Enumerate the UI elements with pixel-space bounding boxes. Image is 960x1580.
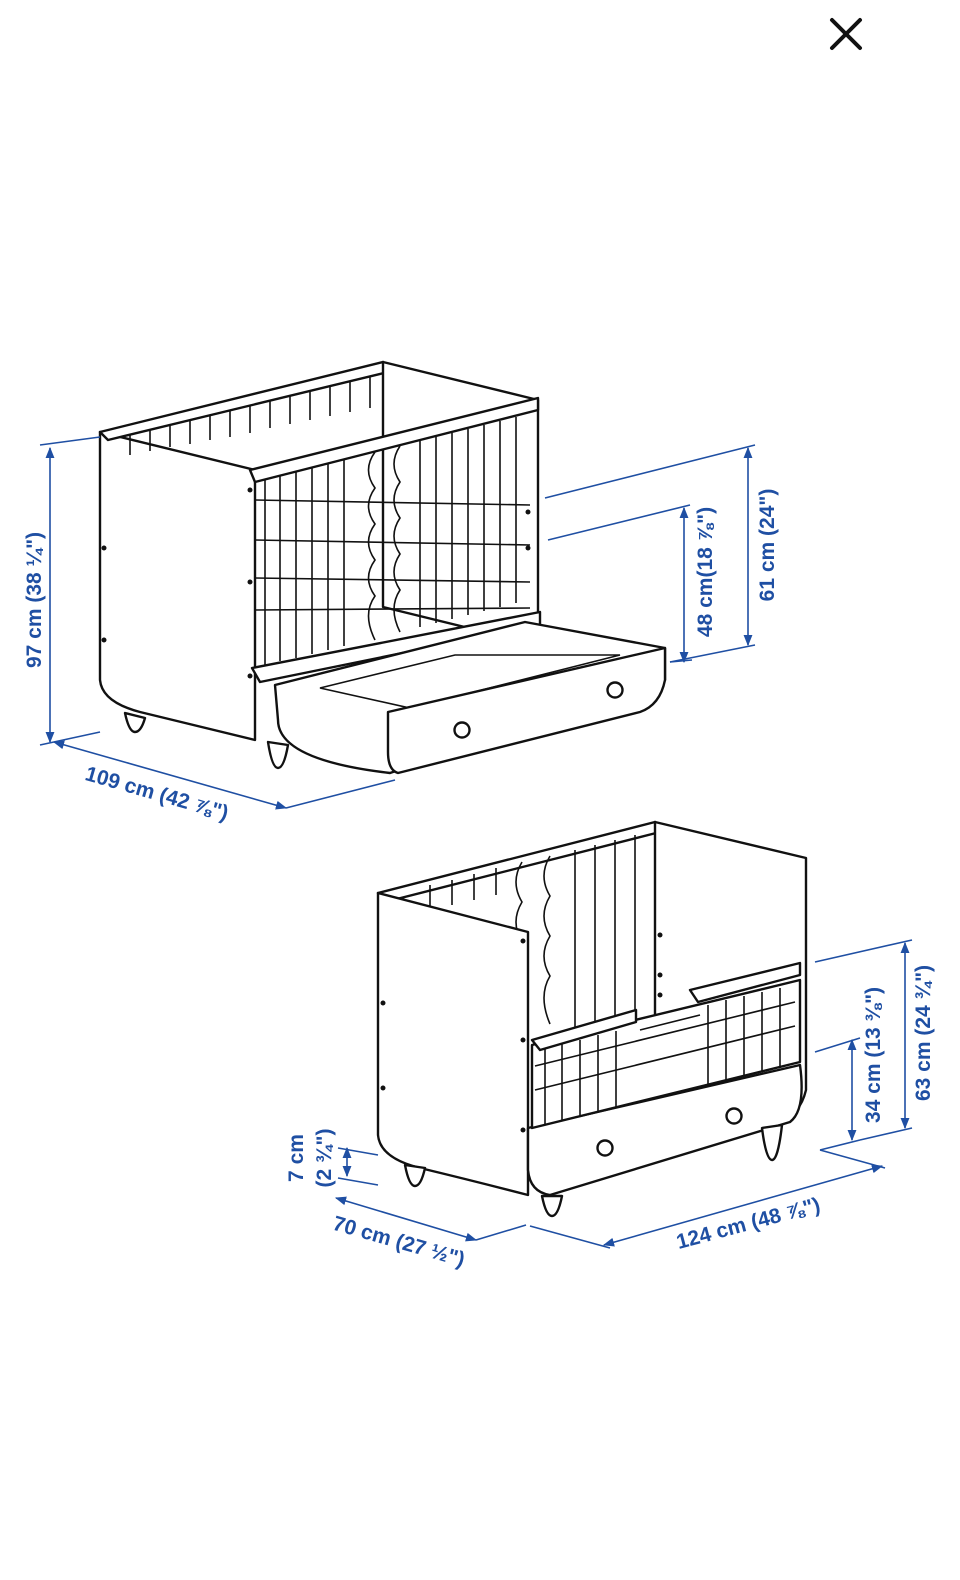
crib-drawing	[98, 360, 667, 775]
mattress-height-label: 34 cm (13 ⅜")	[862, 987, 885, 1123]
bed-length-label: 124 cm (48 ⅞")	[674, 1193, 823, 1253]
close-button[interactable]	[818, 6, 874, 62]
leg-height-label-in: (2 ¾")	[313, 1129, 336, 1188]
side-height-label: 61 cm (24")	[756, 489, 779, 602]
leg-height-label-cm: 7 cm	[285, 1134, 308, 1182]
crib-height-label: 97 cm (38 ¼")	[23, 532, 46, 668]
close-icon	[830, 18, 862, 50]
bed-total-height-label: 63 cm (24 ¾")	[912, 965, 935, 1101]
bed-depth-label: 70 cm (27 ½")	[330, 1212, 467, 1272]
drawer-height-label: 48 cm(18 ⅞")	[694, 507, 717, 637]
bed-drawing	[376, 820, 808, 1218]
